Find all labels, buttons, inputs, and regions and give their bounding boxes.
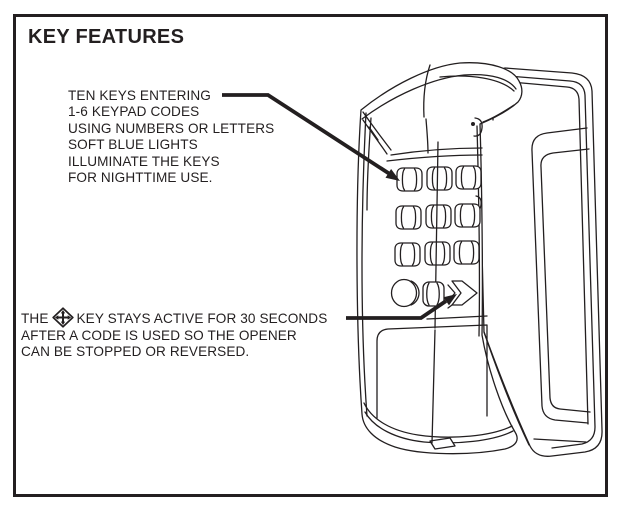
callout-line: FOR NIGHTTIME USE. [68,170,213,186]
ten-keys-callout: TEN KEYS ENTERING 1-6 KEYPAD CODES USING… [68,88,274,186]
callout-line: AFTER A CODE IS USED SO THE OPENER [21,328,297,343]
callout-line: CAN BE STOPPED OR REVERSED. [21,344,250,360]
page-border [13,14,608,497]
callout-line: SOFT BLUE LIGHTS [68,137,198,153]
callout-line: TEN KEYS ENTERING [68,88,211,103]
callout-line: USING NUMBERS OR LETTERS [68,120,275,136]
four-way-arrow-diamond-key-icon [51,307,74,328]
callout-line: 1-6 KEYPAD CODES [68,104,200,120]
arrow-key-callout: THE KEY STAYS ACTIVE FOR 30 SECONDS AFTE… [21,307,327,361]
callout-line: ILLUMINATE THE KEYS [68,153,220,169]
callout-line: THE KEY STAYS ACTIVE FOR 30 SECONDS [21,307,327,328]
page-title: KEY FEATURES [28,26,185,48]
